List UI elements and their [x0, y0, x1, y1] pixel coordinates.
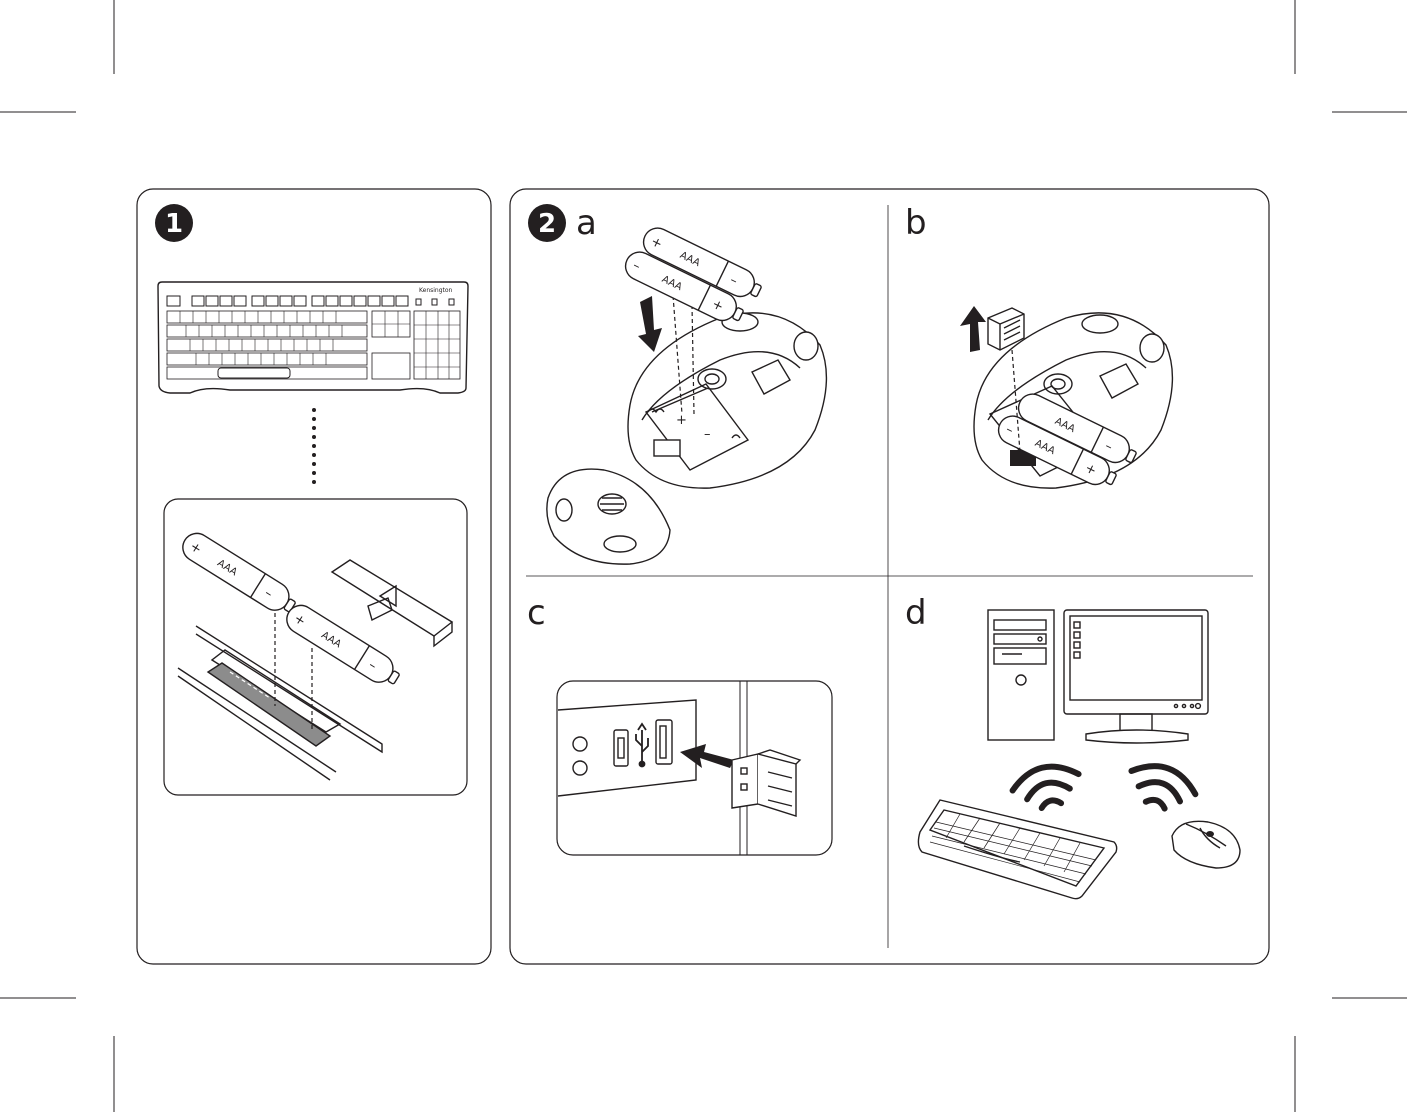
keyboard-brand: Kensington: [419, 287, 453, 294]
battery-1: + AAA –: [176, 527, 301, 620]
svg-text:–: –: [704, 427, 711, 442]
svg-text:+: +: [676, 413, 687, 428]
panel-d-label: d: [905, 593, 927, 633]
arrow-icon: [378, 584, 397, 608]
usb-receiver-plug: [731, 749, 802, 817]
keyboard-top-view: Kensington: [157, 281, 469, 394]
audio-port: [572, 760, 588, 776]
mouse-battery-cover: [546, 468, 671, 565]
mouse-battery-2: – AAA +: [620, 246, 748, 329]
panel-a-insert-mouse-batteries: + – + AAA – – AAA +: [546, 222, 828, 565]
step2-badge: [528, 204, 566, 242]
step1-number: 1: [165, 209, 183, 239]
panel-c-plug-receiver: [556, 680, 833, 856]
mouse-battery-1: + AAA –: [638, 222, 766, 305]
wireless-keyboard: [917, 799, 1118, 900]
step1-badge: [155, 204, 193, 242]
monitor: [1063, 609, 1209, 744]
step2-panel: 2 a b c d + –: [509, 188, 1270, 965]
step2-number: 2: [538, 209, 556, 239]
arrow-icon: [638, 296, 662, 352]
panel-b-label: b: [905, 203, 927, 243]
installed-battery-2: – AAA +: [993, 410, 1121, 493]
battery-compartment: [206, 662, 332, 747]
arrow-icon: [960, 306, 986, 352]
panel-d-wireless-connect: [917, 609, 1241, 900]
panel-c-label: c: [527, 593, 546, 633]
usb-port: [613, 729, 629, 767]
audio-port: [572, 736, 588, 752]
step1-panel: 1: [136, 188, 492, 965]
panel-a-label: a: [576, 203, 597, 243]
detail-connector: [312, 408, 316, 484]
installed-battery-1: AAA –: [1013, 388, 1141, 471]
wireless-mouse: [1171, 820, 1241, 869]
pc-tower: [987, 609, 1055, 741]
usb-icon: [635, 722, 649, 768]
usb-receiver: [987, 307, 1025, 351]
panel-b-remove-receiver: AAA – – AAA +: [960, 306, 1174, 493]
battery-2: + AAA –: [280, 599, 405, 692]
arrow-icon: [680, 744, 734, 768]
keyboard-battery-detail: + AAA – + AAA –: [163, 498, 468, 796]
